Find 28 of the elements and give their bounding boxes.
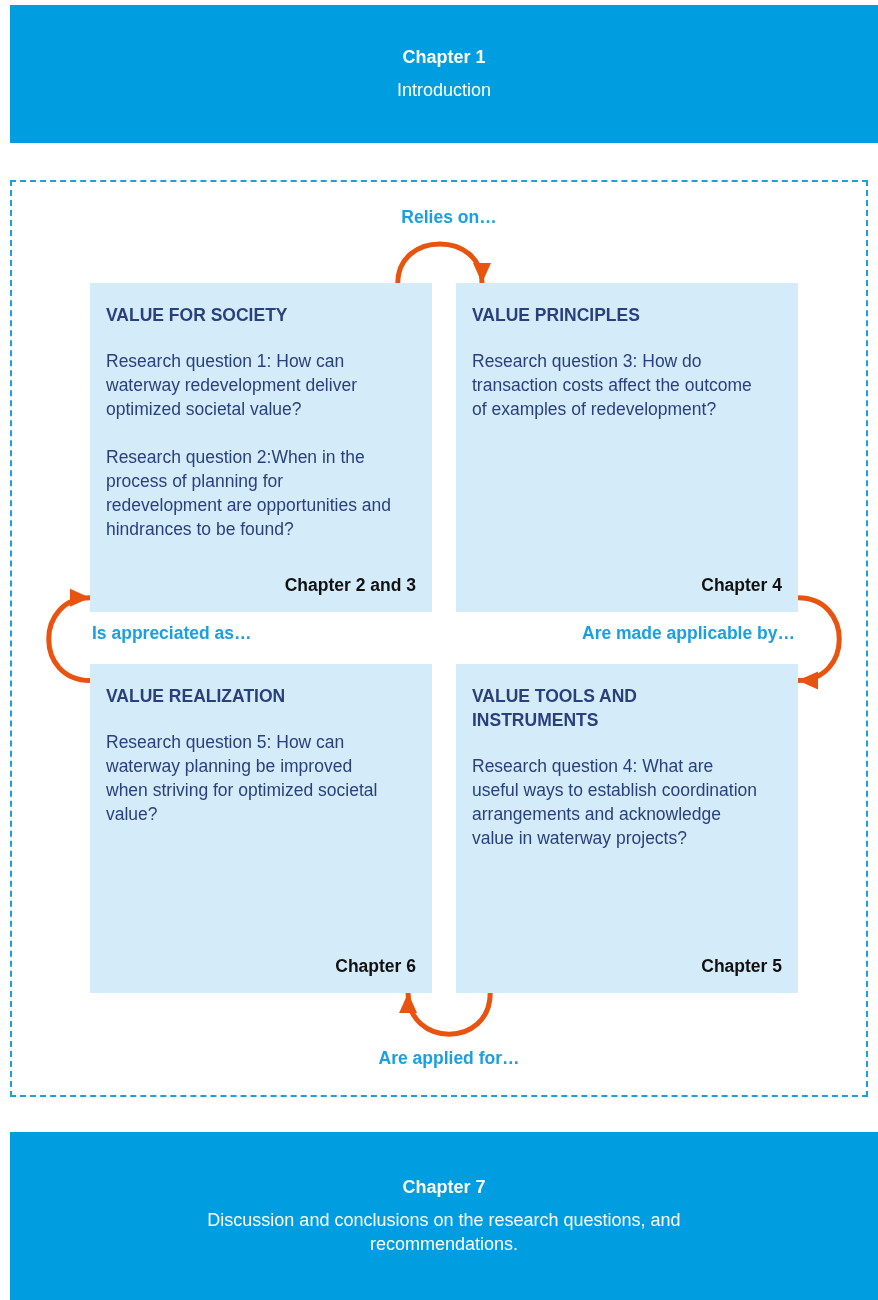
curved-arrow xyxy=(401,992,493,1037)
theme-box xyxy=(456,283,798,612)
theme-box xyxy=(456,664,798,993)
chapter-description: Introduction xyxy=(396,78,492,102)
research-question: Research question 3: How do transaction costs affect the outcome of examples of redevelopment? xyxy=(472,350,753,421)
theme-box xyxy=(90,283,432,612)
curved-arrow xyxy=(46,591,91,683)
chapter-description: Discussion and conclusions on the research questions, and recommendations. xyxy=(206,1208,682,1256)
theme-heading: VALUE FOR SOCIETY xyxy=(106,304,289,327)
curved-arrow xyxy=(797,595,842,687)
chapter-reference: Chapter 4 xyxy=(701,575,782,596)
theme-heading: VALUE PRINCIPLES xyxy=(472,304,641,327)
theme-heading: VALUE REALIZATION xyxy=(106,685,287,708)
research-question: Research question 5: How can waterway planning be improved when striving for optimized societal value? xyxy=(106,731,379,826)
chapter-reference: Chapter 2 and 3 xyxy=(284,575,416,596)
chapter-reference: Chapter 6 xyxy=(335,956,416,977)
dashed-frame xyxy=(10,180,868,1097)
chapter-reference: Chapter 5 xyxy=(701,956,782,977)
research-question: Research question 2:When in the process of planning for redevelopment are opportunities and hindrances to be found? xyxy=(106,446,393,541)
research-question: Research question 4: What are useful ways to establish coordination arrangements and acknowledge value in waterway projects? xyxy=(472,755,759,850)
curved-arrow xyxy=(395,241,489,284)
theme-heading: VALUE TOOLS AND INSTRUMENTS xyxy=(472,685,638,732)
theme-box xyxy=(90,664,432,993)
research-question: Research question 1: How can waterway redevelopment deliver optimized societal value? xyxy=(106,350,358,421)
chapter-box xyxy=(10,5,878,143)
chapter-title: Chapter 1 xyxy=(402,46,486,68)
chapter-title: Chapter 7 xyxy=(402,1176,486,1198)
chapter-box xyxy=(10,1132,878,1300)
